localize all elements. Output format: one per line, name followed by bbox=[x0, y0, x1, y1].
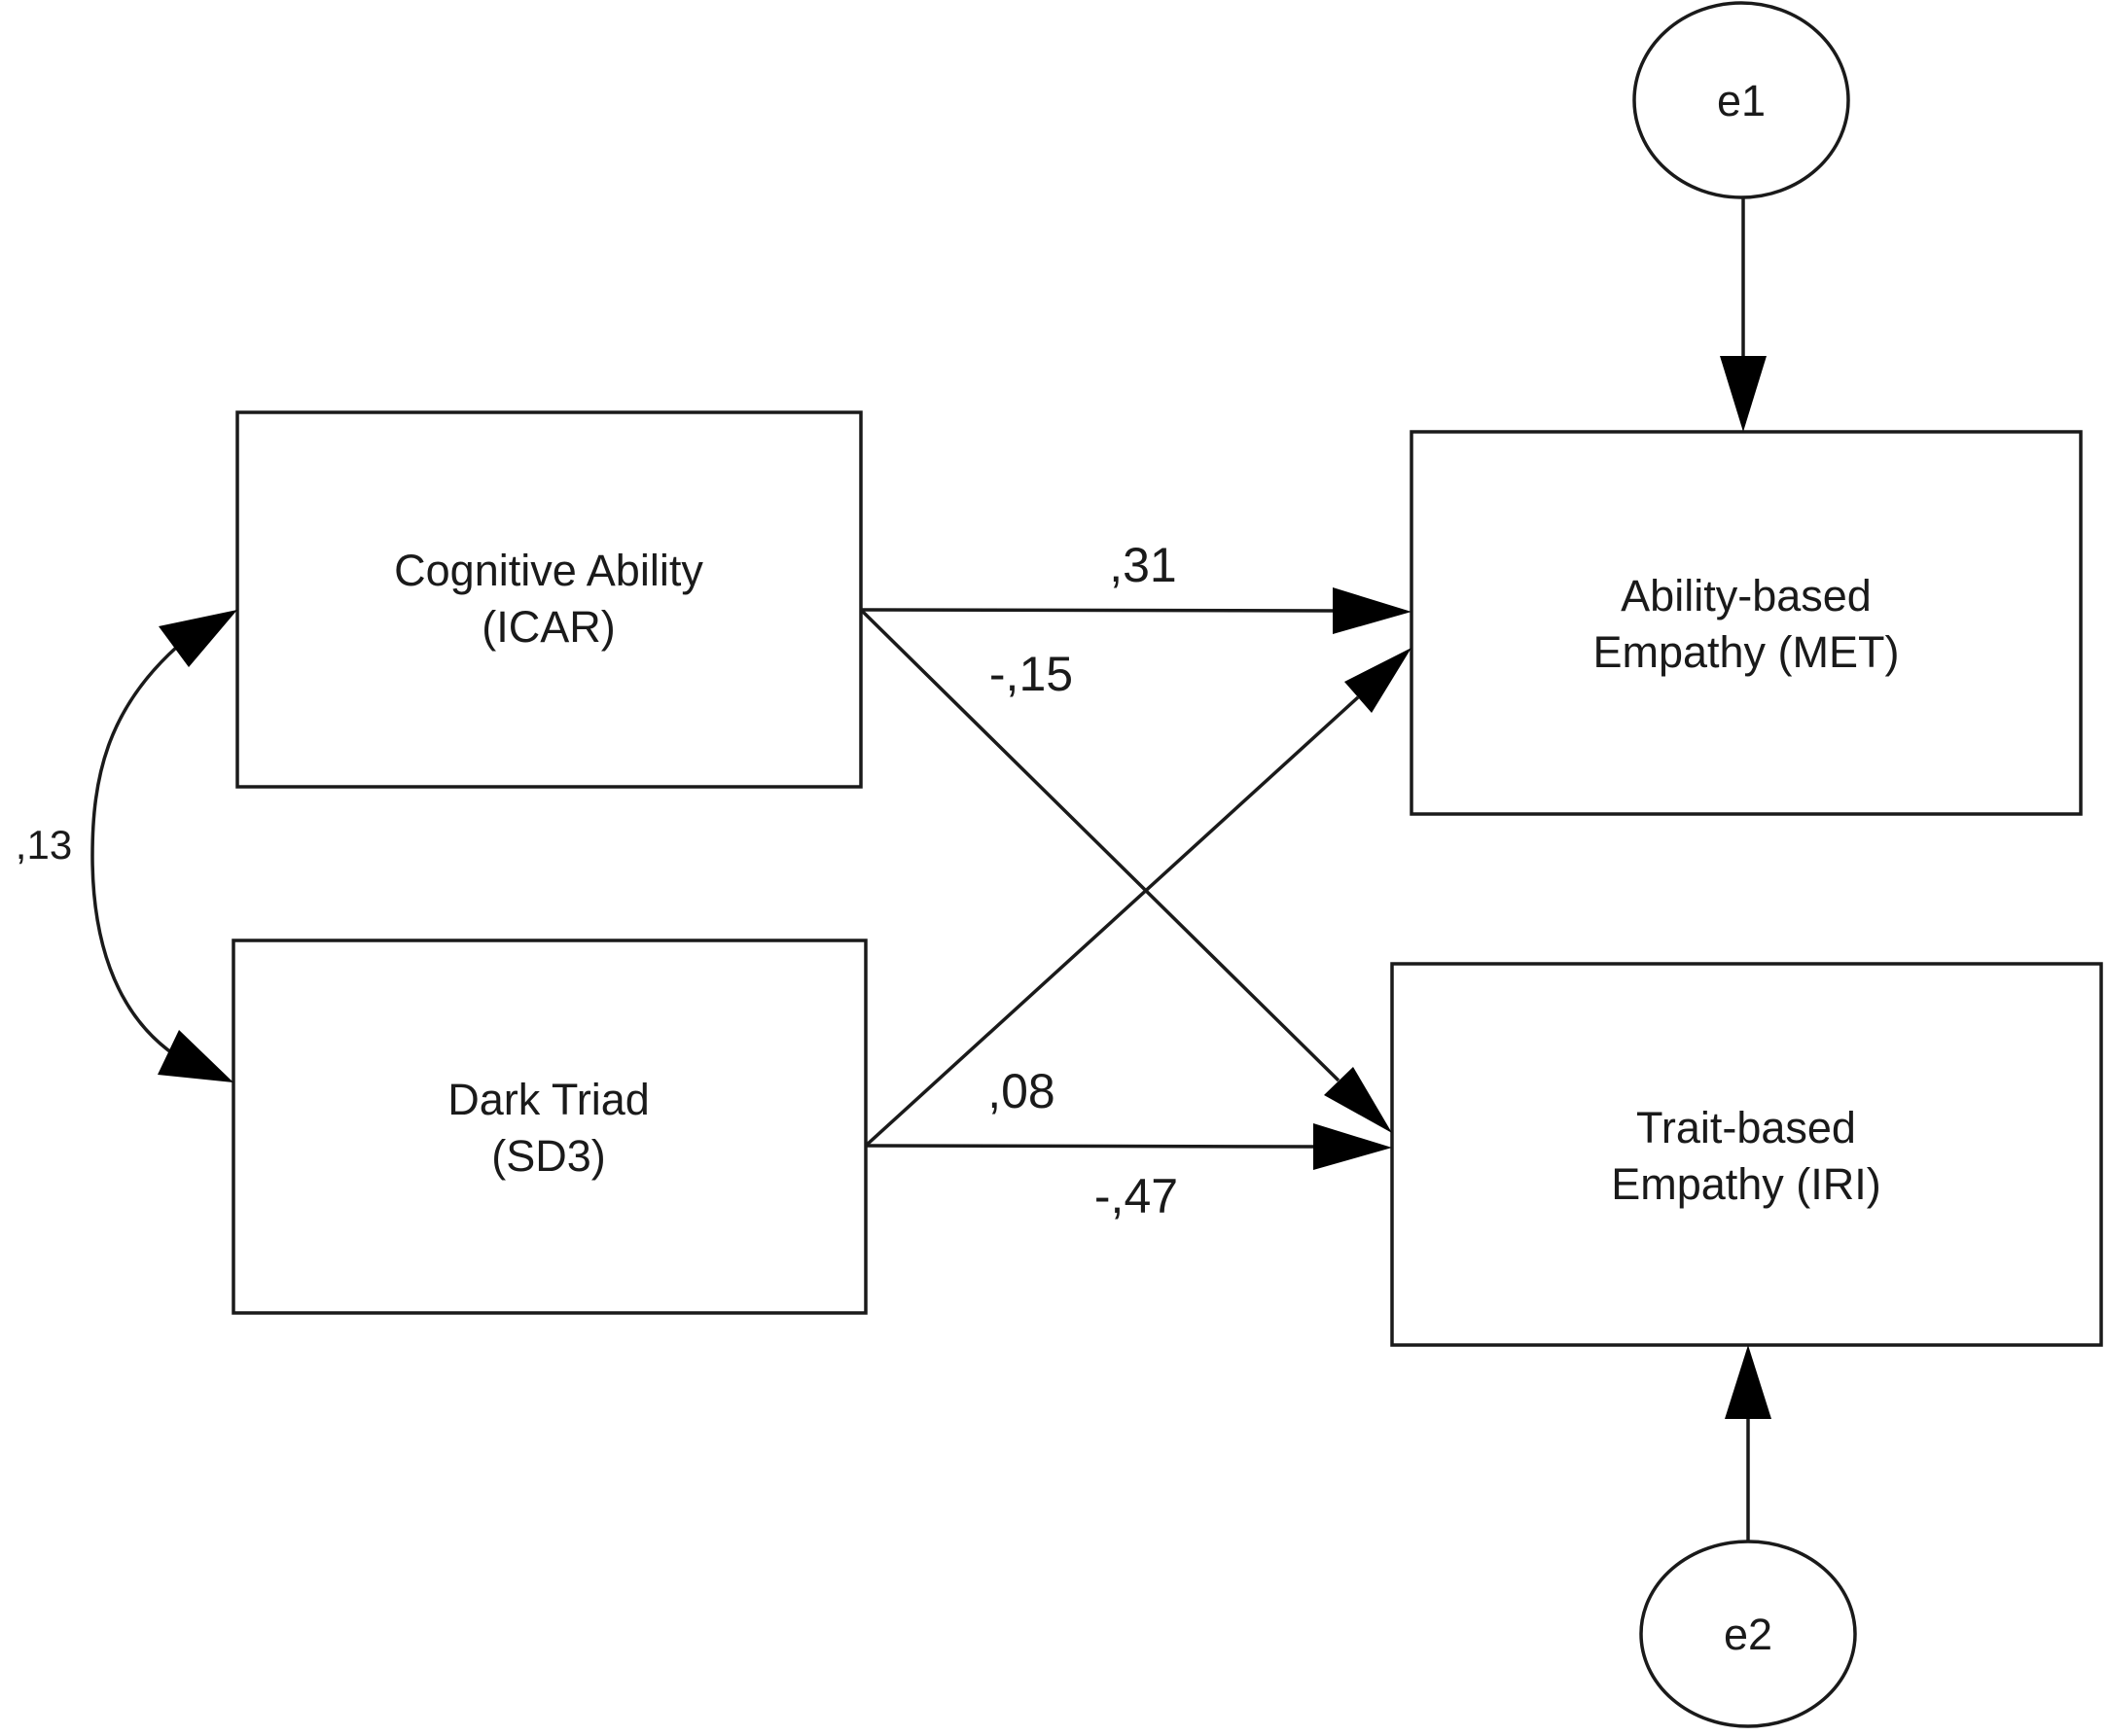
cognitive-to-met-arrowhead bbox=[1333, 587, 1411, 634]
covariance-top-arrowhead bbox=[159, 610, 237, 667]
cognitive-ability-rect bbox=[235, 410, 863, 789]
coef-covariance: ,13 bbox=[16, 822, 72, 868]
coef-cognitive-to-iri: -,15 bbox=[989, 647, 1073, 701]
error-term-e2: e2 bbox=[1639, 1540, 1857, 1728]
cognitive-to-met-line bbox=[860, 608, 1336, 613]
coef-dark-to-met: ,08 bbox=[987, 1064, 1055, 1118]
ability-empathy-label: Ability-based bbox=[1621, 571, 1872, 620]
trait-empathy-measure: Empathy (IRI) bbox=[1611, 1159, 1881, 1209]
dark-to-met-line bbox=[864, 695, 1360, 1148]
e1-ellipse bbox=[1632, 1, 1850, 199]
box-ability-based-empathy: Ability-based Empathy (MET) bbox=[1410, 430, 2083, 816]
dark-to-met-arrowhead bbox=[1344, 648, 1411, 713]
error-term-e1: e1 bbox=[1632, 1, 1850, 199]
covariance-curve bbox=[90, 645, 179, 1057]
trait-empathy-label: Trait-based bbox=[1636, 1103, 1856, 1152]
cognitive-to-iri-arrowhead bbox=[1324, 1067, 1392, 1133]
trait-empathy-rect bbox=[1390, 962, 2103, 1347]
box-trait-based-empathy: Trait-based Empathy (IRI) bbox=[1390, 962, 2103, 1347]
path-e1-to-met bbox=[1720, 197, 1767, 432]
cognitive-ability-measure: (ICAR) bbox=[482, 602, 615, 652]
path-cognitive-to-met bbox=[860, 587, 1411, 634]
ability-empathy-rect bbox=[1410, 430, 2083, 816]
cognitive-to-iri-line bbox=[859, 608, 1340, 1082]
covariance-bottom-arrowhead bbox=[158, 1030, 233, 1082]
ability-empathy-measure: Empathy (MET) bbox=[1592, 627, 1899, 677]
dark-triad-rect bbox=[232, 939, 868, 1315]
dark-to-iri-arrowhead bbox=[1313, 1123, 1392, 1170]
e1-to-met-arrowhead bbox=[1720, 356, 1767, 432]
coef-cognitive-to-met: ,31 bbox=[1109, 538, 1177, 592]
box-dark-triad: Dark Triad (SD3) bbox=[232, 939, 868, 1315]
path-dark-to-iri bbox=[865, 1123, 1392, 1170]
box-cognitive-ability: Cognitive Ability (ICAR) bbox=[235, 410, 863, 789]
dark-triad-measure: (SD3) bbox=[491, 1131, 606, 1181]
dark-triad-label: Dark Triad bbox=[447, 1075, 650, 1124]
e1-label: e1 bbox=[1717, 76, 1766, 125]
coef-dark-to-iri: -,47 bbox=[1094, 1169, 1178, 1223]
cognitive-ability-label: Cognitive Ability bbox=[394, 546, 703, 595]
e2-to-iri-arrowhead bbox=[1725, 1345, 1771, 1419]
e2-label: e2 bbox=[1724, 1610, 1772, 1659]
dark-to-iri-line bbox=[865, 1144, 1316, 1149]
path-dark-to-met bbox=[864, 648, 1411, 1148]
covariance-cognitive-dark bbox=[90, 610, 237, 1082]
path-e2-to-iri bbox=[1725, 1345, 1771, 1541]
path-cognitive-to-iri bbox=[859, 608, 1392, 1133]
